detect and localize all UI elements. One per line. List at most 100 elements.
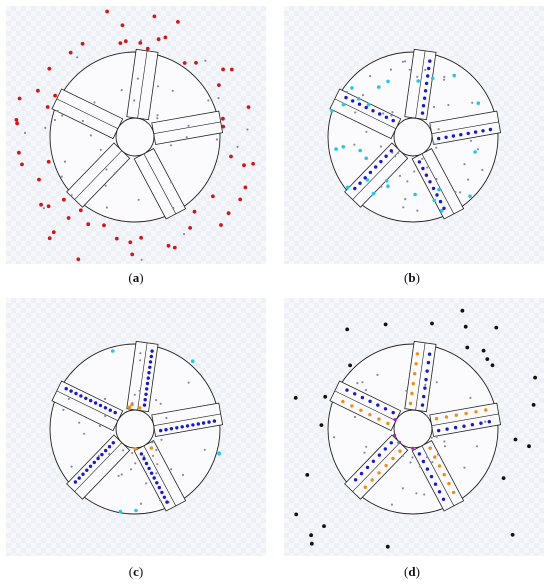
orange-spoke-point [437,464,442,468]
red-point [17,96,22,101]
gray-point [42,207,46,210]
blue-spoke-point [422,394,426,399]
gray-point [425,414,428,417]
gray-point [467,178,470,181]
red-point [47,236,52,241]
gray-point [130,468,133,471]
blue-spoke-point [96,456,100,461]
orange-spoke-point [411,381,415,386]
gray-point [404,198,407,201]
gray-point [120,89,123,92]
orange-spoke-point [359,408,363,412]
gray-point [155,448,158,452]
cyan-point [430,76,435,81]
blue-spoke-point [353,392,357,396]
orange-spoke-point [386,421,390,426]
blue-spoke-point [417,452,422,456]
blue-spoke-point [104,448,108,453]
blue-spoke-point [442,206,446,210]
red-point [246,105,251,109]
cyan-point [341,145,346,149]
blue-spoke-point [159,428,163,433]
blue-spoke-point [157,485,161,490]
orange-spoke-point [444,415,449,419]
orange-spoke-point [451,490,456,495]
blue-spoke-point [351,99,355,103]
red-point [176,20,180,24]
gray-point [469,396,472,399]
gray-point [443,75,446,79]
gray-point [356,382,359,385]
orange-spoke-point [377,417,381,421]
gray-point [398,174,402,177]
red-point [182,61,187,65]
blue-spoke-point [207,420,211,424]
spoke-centerline-2 [143,445,177,506]
spoke-centerline-3 [352,150,401,200]
blue-spoke-point [74,391,78,396]
blue-spoke-point [437,490,442,494]
cyan-point [350,86,354,90]
blue-spoke-point [93,401,98,405]
blue-spoke-point [444,135,448,139]
gray-point [365,445,368,448]
gray-point [463,163,466,166]
blue-spoke-point [368,170,373,175]
gray-point [443,440,446,443]
blue-spoke-point [89,398,93,403]
gray-point [105,206,108,209]
gray-point [389,68,392,71]
gray-point [181,473,185,477]
cyan-point [476,101,481,105]
red-point [46,204,51,209]
gray-point [424,383,427,386]
blue-spoke-point [113,410,117,415]
hub [115,409,155,449]
spoke-centerline-2 [421,153,455,214]
blue-spoke-point [462,424,466,428]
cyan-point [118,509,123,514]
orange-spoke-point [484,408,488,412]
blue-spoke-point [428,59,432,63]
red-point [102,223,106,228]
blue-spoke-point [142,457,146,461]
red-point [39,202,43,207]
red-point [172,245,177,250]
red-point [243,185,248,190]
caption-a: (a) [128,270,144,285]
blue-spoke-point [73,480,78,484]
gray-point [390,503,393,506]
gray-point [159,402,162,405]
blue-spoke-point [391,410,395,415]
blue-spoke-point [487,420,491,424]
blue-spoke-point [155,481,159,485]
gray-point [425,456,429,459]
red-point [229,67,234,72]
black-point [463,324,468,329]
orange-point [133,447,137,451]
gray-point [105,168,108,171]
cyan-point [440,208,444,213]
gray-point [70,194,73,197]
gray-point [133,99,136,102]
gray-point [365,130,368,133]
blue-spoke-point [371,459,376,463]
cyan-point [345,185,350,190]
orange-spoke-point [370,478,374,482]
orange-spoke-point [447,481,451,486]
hub [393,117,433,157]
gray-point [397,151,400,155]
red-point [114,236,119,241]
gray-point [61,114,64,117]
blue-spoke-point [435,193,439,197]
gray-point [413,170,416,173]
red-point [15,121,19,126]
blue-spoke-point [148,365,152,369]
orange-spoke-point [442,473,446,477]
gray-point [333,436,336,439]
blue-spoke-point [431,186,436,191]
gray-point [361,381,364,384]
gray-point [53,118,57,122]
blue-spoke-point [147,371,151,375]
blue-spoke-point [160,490,164,495]
